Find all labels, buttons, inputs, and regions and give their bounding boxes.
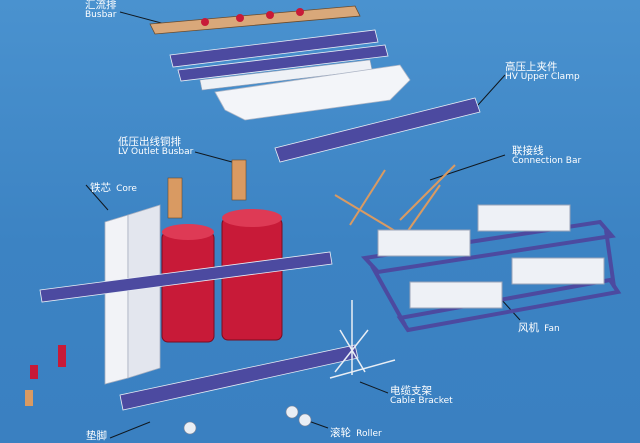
coil-right: [221, 217, 283, 341]
label-connection-bar-zh: 联接线: [512, 145, 544, 157]
leader-core: [85, 184, 109, 211]
busbar-bolt: [296, 8, 304, 16]
label-busbar-en: Busbar: [85, 10, 117, 21]
fan-rail-side: [604, 229, 616, 288]
label-fan-zh: 风机: [518, 322, 539, 334]
lv-outlet-busbars: [167, 159, 247, 219]
label-roller: 滚轮 Roller: [330, 423, 382, 440]
connection-wire: [349, 169, 386, 226]
label-cable-bracket-en: Cable Bracket: [390, 396, 453, 407]
label-lv-outlet-busbar: 低压出线铜排 LV Outlet Busbar: [118, 136, 194, 158]
hv-insulation-plate: [214, 64, 411, 121]
leader-pad: [109, 421, 151, 439]
small-insulator: [58, 345, 66, 367]
leader-hv-clamp: [477, 74, 506, 106]
fan-unit: [409, 281, 503, 309]
lv-busbar-left: [167, 177, 183, 219]
lv-busbar-right: [231, 159, 247, 201]
label-pad: 垫脚: [86, 430, 107, 442]
small-insulator: [30, 365, 38, 379]
busbar-bolt: [236, 14, 244, 22]
label-lv-outlet-busbar-en: LV Outlet Busbar: [118, 147, 194, 158]
connection-wire: [404, 184, 441, 236]
label-busbar: 汇流排 Busbar: [85, 0, 117, 20]
label-cable-bracket: 电缆支架 Cable Bracket: [390, 385, 453, 407]
lower-clamp-bar-rear: [39, 251, 333, 303]
label-hv-upper-clamp: 高压上夹件 HV Upper Clamp: [505, 61, 580, 83]
label-pad-zh: 垫脚: [86, 430, 107, 442]
label-connection-bar: 联接线 Connection Bar: [512, 145, 582, 167]
fan-assembly: [360, 204, 622, 333]
small-parts: [25, 345, 66, 406]
label-roller-zh: 滚轮: [330, 427, 351, 439]
bracket-brace: [339, 329, 366, 373]
roller-wheel: [183, 421, 197, 435]
lower-clamp-bar-front: [119, 344, 359, 411]
label-busbar-zh: 汇流排: [85, 0, 117, 11]
label-lv-outlet-busbar-zh: 低压出线铜排: [118, 136, 181, 148]
leader-fan: [499, 297, 521, 321]
label-hv-upper-clamp-en: HV Upper Clamp: [505, 72, 580, 83]
hv-upper-clamp-bar: [274, 97, 481, 163]
fan-unit: [377, 229, 471, 257]
coil-left-top: [162, 224, 214, 240]
fan-unit: [511, 257, 605, 285]
bracket-brace: [334, 329, 369, 373]
roller-wheel: [298, 413, 312, 427]
leader-cable-bracket: [359, 381, 389, 394]
leader-connection-bar: [429, 154, 506, 181]
connection-wire: [399, 164, 456, 221]
top-clamp-bar-lower: [177, 44, 389, 82]
label-core-zh: 铁芯: [90, 182, 111, 194]
busbar-part: [149, 5, 361, 35]
small-bolt: [25, 390, 33, 406]
label-core: 铁芯 Core: [90, 178, 137, 195]
roller-wheel: [285, 405, 299, 419]
rollers: [183, 405, 312, 435]
fan-unit: [477, 204, 571, 232]
busbar-bolt: [201, 18, 209, 26]
coil-left: [161, 231, 215, 343]
leader-lv-busbar: [194, 151, 233, 163]
top-clamp-assembly: [169, 29, 411, 121]
coils: [161, 209, 283, 343]
core-limb-left: [104, 214, 129, 385]
label-roller-en: Roller: [356, 429, 382, 439]
core-limb-face: [127, 204, 161, 379]
busbar-strip: [149, 5, 361, 35]
connection-bars: [334, 164, 456, 241]
label-hv-upper-clamp-zh: 高压上夹件: [505, 61, 558, 73]
fan-rail-side: [370, 265, 407, 326]
label-core-en: Core: [116, 184, 137, 194]
top-clamp-bar: [169, 29, 379, 68]
label-fan: 风机 Fan: [518, 318, 560, 335]
cable-bracket-part: [329, 300, 396, 379]
fan-rail-bottom: [396, 277, 622, 333]
coil-right-top: [222, 209, 282, 227]
label-fan-en: Fan: [544, 324, 560, 334]
label-connection-bar-en: Connection Bar: [512, 156, 582, 167]
busbar-bolt: [266, 11, 274, 19]
label-cable-bracket-zh: 电缆支架: [390, 385, 432, 397]
core-part: [104, 204, 161, 385]
